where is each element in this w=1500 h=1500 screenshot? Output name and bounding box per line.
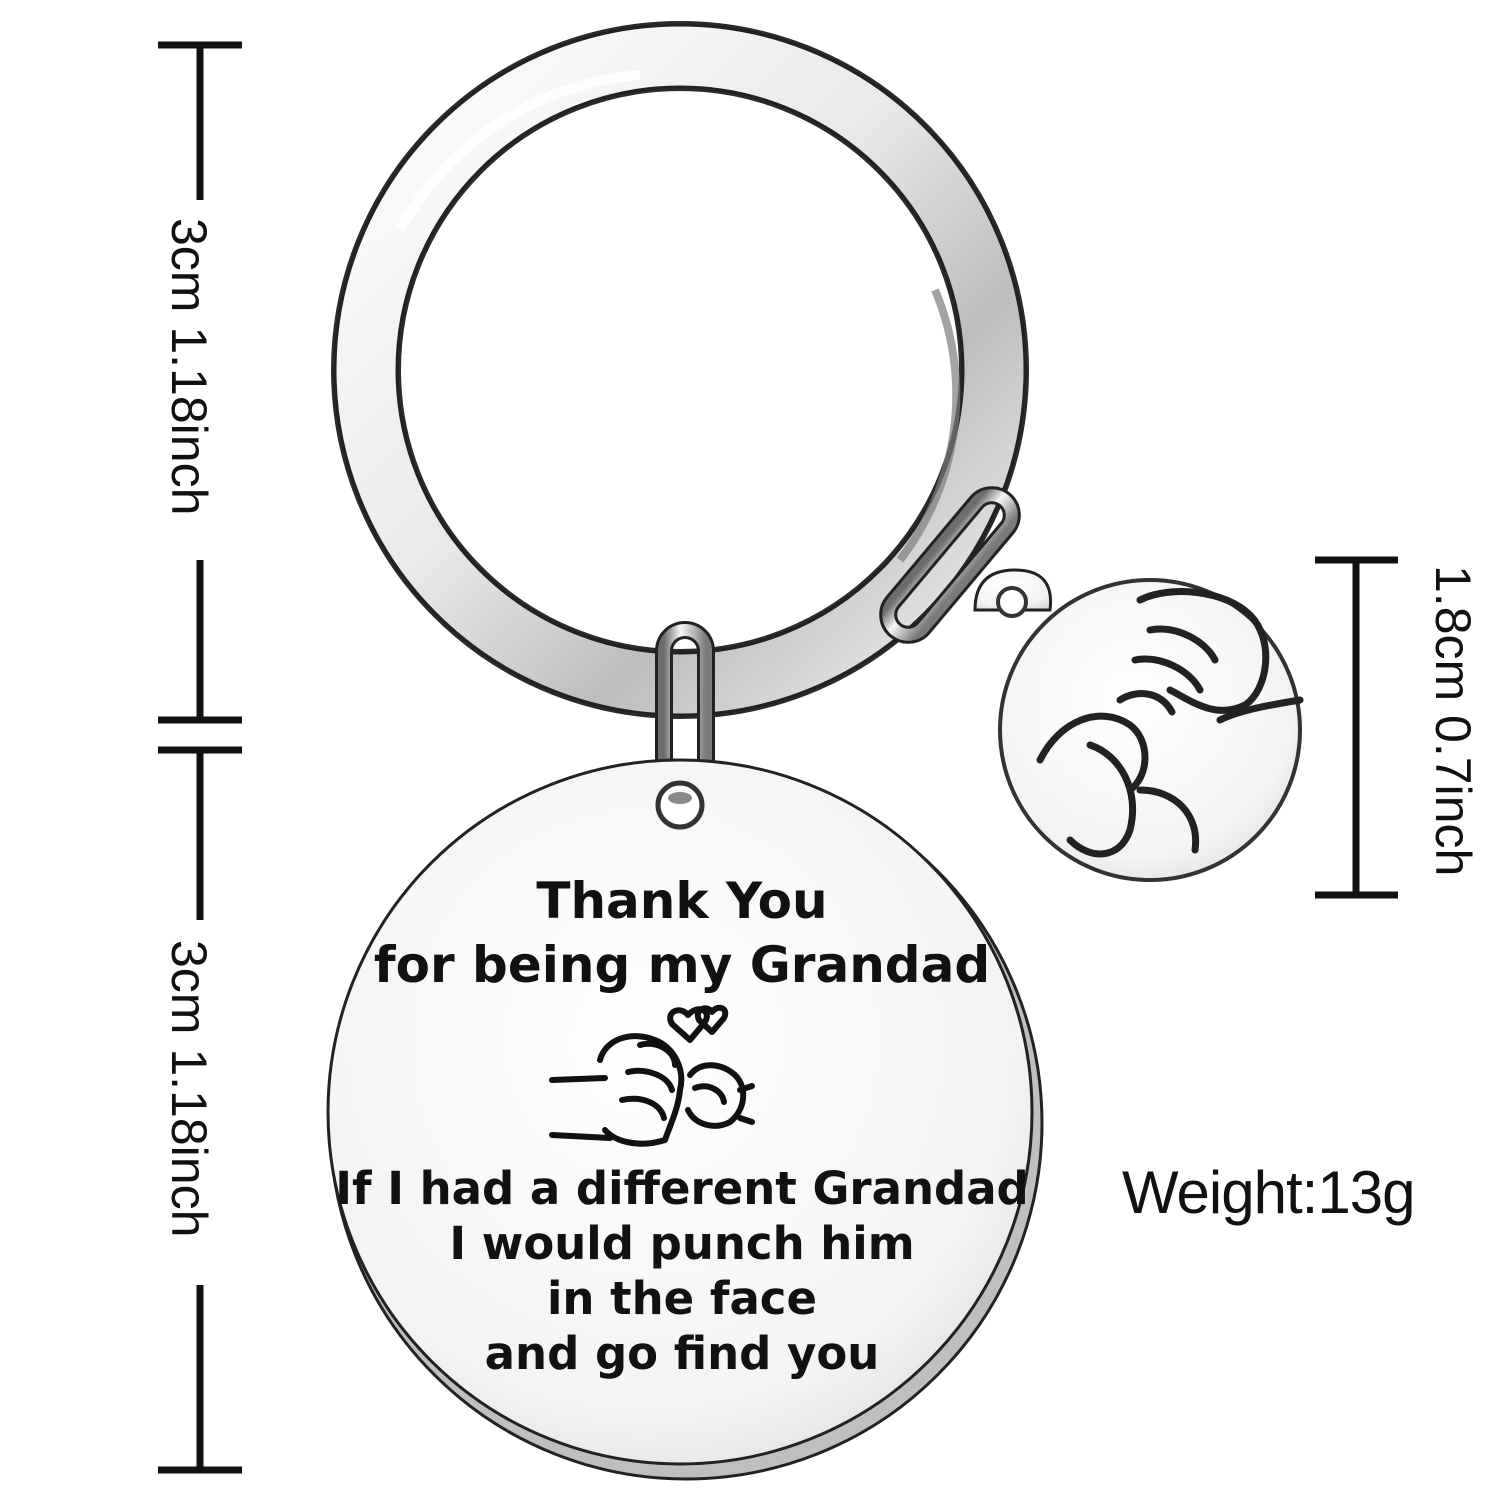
ring-dimension-bar	[158, 41, 242, 724]
tag-line-4: I would punch him	[449, 1217, 914, 1270]
charm-dimension-bar	[1315, 556, 1398, 899]
tag-dimension-bar	[158, 746, 242, 1474]
fist-bump-icon	[549, 1004, 755, 1147]
pinky-promise-charm	[973, 568, 1304, 882]
tag-line-2: for being my Grandad	[374, 936, 990, 994]
tag-line-1: Thank You	[536, 872, 827, 930]
ring-height-label: 3cm 1.18inch	[161, 218, 217, 515]
tag-line-3: If I had a different Grandad	[335, 1162, 1029, 1215]
weight-label: Weight:13g	[1122, 1159, 1415, 1226]
tag-line-6: and go find you	[485, 1327, 880, 1380]
engraved-tag: Thank You for being my Grandad If I had …	[326, 758, 1044, 1481]
tag-height-label: 3cm 1.18inch	[161, 940, 217, 1237]
pinky-promise-icon	[1036, 588, 1304, 858]
charm-height-label: 1.8cm 0.7inch	[1425, 565, 1481, 876]
tag-line-5: in the face	[547, 1272, 817, 1325]
charm-jump-ring	[879, 486, 1021, 644]
key-ring	[331, 21, 1029, 719]
